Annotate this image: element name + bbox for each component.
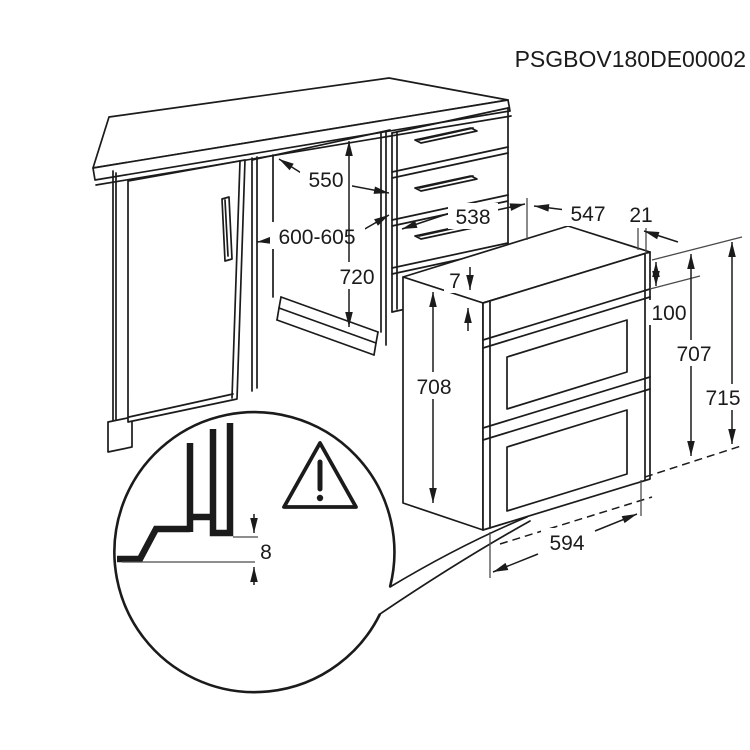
warning-triangle-icon bbox=[282, 441, 358, 509]
dim-height-to-top-label: 707 bbox=[676, 343, 711, 366]
dim-control-panel-height-label: 100 bbox=[651, 302, 686, 325]
dim-niche-height-label: 720 bbox=[339, 266, 374, 289]
counter-front-edge bbox=[92, 99, 511, 181]
drawer-handle bbox=[414, 127, 478, 144]
oven-lower-door-window bbox=[506, 409, 628, 512]
cabinet-door bbox=[127, 159, 246, 423]
dim-oven-top-depth-label: 538 bbox=[455, 206, 490, 229]
dim-oven-depth-label: 547 bbox=[570, 203, 605, 226]
drawer-handle bbox=[414, 175, 478, 192]
dim-oven-width-label: 594 bbox=[549, 532, 584, 555]
dim-base-clearance-label: 8 bbox=[260, 541, 272, 564]
dim-niche-width-label: 600-605 bbox=[278, 226, 355, 249]
cabinet-plinth bbox=[107, 416, 133, 453]
oven-upper-door-window bbox=[506, 319, 628, 410]
dim-niche-depth-label: 550 bbox=[308, 169, 343, 192]
dimension-annotations: 550 600-605 720 538 547 21 7 bbox=[256, 141, 747, 578]
door-handle bbox=[221, 196, 233, 262]
plinth-profile bbox=[117, 423, 234, 563]
diagram-code: PSGBOV180DE00002 bbox=[515, 46, 746, 72]
oven-left-side bbox=[402, 276, 484, 531]
built-in-oven bbox=[402, 225, 651, 531]
dim-top-clearance-label: 7 bbox=[449, 270, 461, 293]
counter-top bbox=[92, 77, 509, 169]
niche-floor-strip bbox=[276, 296, 379, 356]
dim-door-protrusion-label: 21 bbox=[629, 204, 652, 227]
dim-total-height-label: 715 bbox=[705, 387, 740, 410]
kitchen-cabinet bbox=[92, 77, 512, 453]
dim-oven-height-label: 708 bbox=[416, 376, 451, 399]
detail-callout: 8 bbox=[113, 410, 531, 694]
